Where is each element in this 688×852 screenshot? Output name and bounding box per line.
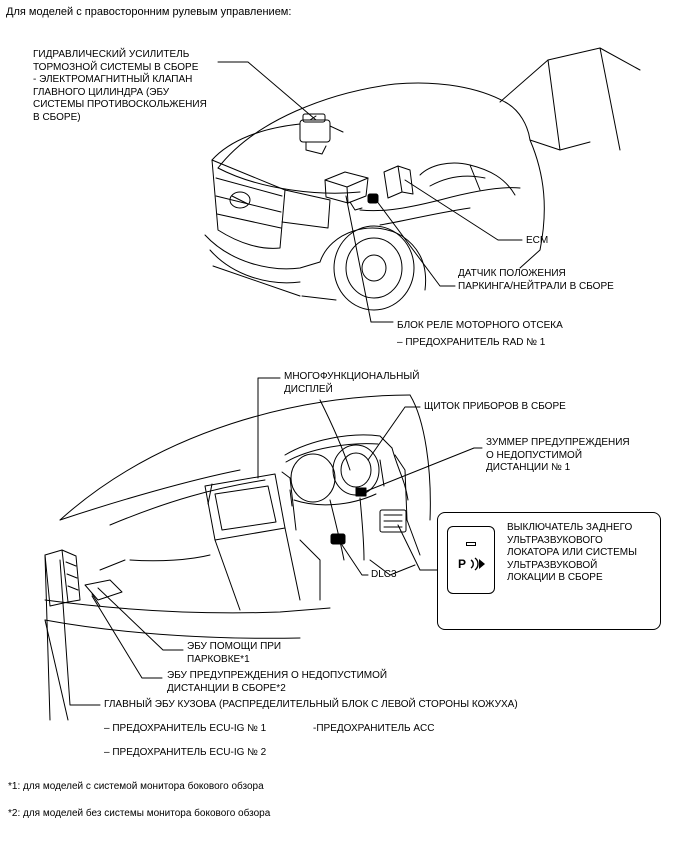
main-body-ecu-icon — [44, 549, 81, 607]
sonar-waves-icon — [470, 557, 485, 571]
brake-actuator-icon — [299, 113, 344, 155]
fuse-rad-label: – ПРЕДОХРАНИТЕЛЬ RAD № 1 — [397, 337, 546, 348]
upper-leader-lines — [217, 61, 523, 323]
combination-meter-label: ЩИТОК ПРИБОРОВ В СБОРЕ — [424, 401, 566, 412]
sonar-switch-label: ВЫКЛЮЧАТЕЛЬ ЗАДНЕГО УЛЬТРАЗВУКОВОГО ЛОКА… — [507, 522, 637, 583]
parking-assist-ecu-label: ЭБУ ПОМОЩИ ПРИ ПАРКОВКЕ*1 — [187, 641, 282, 665]
clearance-warning-ecu-label: ЭБУ ПРЕДУПРЕЖДЕНИЯ О НЕДОПУСТИМОЙ ДИСТАН… — [167, 670, 388, 694]
sonar-switch-callout — [437, 512, 661, 630]
parking-sensor-symbol: P — [458, 557, 467, 571]
buzzer-label: ЗУММЕР ПРЕДУПРЕЖДЕНИЯ О НЕДОПУСТИМОЙ ДИС… — [486, 437, 630, 473]
lower-leader-lines — [59, 377, 483, 706]
ecm-icon — [383, 165, 414, 199]
main-body-ecu-label: ГЛАВНЫЙ ЭБУ КУЗОВА (РАСПРЕДЕЛИТЕЛЬНЫЙ БЛ… — [104, 699, 518, 710]
dlc3-label: DLC3 — [371, 569, 397, 580]
ecm-label: ECM — [526, 235, 549, 246]
switch-cluster-icon — [379, 509, 407, 533]
combination-meter-icon — [284, 434, 393, 507]
brake-booster-label: ГИДРАВЛИЧЕСКИЙ УСИЛИТЕЛЬ ТОРМОЗНОЙ СИСТЕ… — [33, 49, 207, 123]
indicator-light-icon — [466, 542, 476, 546]
instrument-panel-illustration — [44, 394, 431, 721]
footnote-2: *2: для моделей без системы монитора бок… — [8, 808, 271, 819]
sonar-switch-button: P — [447, 526, 495, 594]
dlc3-connector-icon — [330, 533, 346, 545]
vehicle-front-illustration — [204, 47, 641, 311]
relay-block-icon — [324, 171, 369, 211]
multi-display-label: МНОГОФУНКЦИОНАЛЬНЫЙ ДИСПЛЕЙ — [284, 371, 420, 395]
footnote-1: *1: для моделей с системой монитора боко… — [8, 781, 264, 792]
park-neutral-label: ДАТЧИК ПОЛОЖЕНИЯ ПАРКИНГА/НЕЙТРАЛИ В СБО… — [458, 268, 614, 292]
park-neutral-switch-icon — [367, 193, 379, 204]
fuse-ecu-ig2-label: – ПРЕДОХРАНИТЕЛЬ ECU-IG № 2 — [104, 747, 267, 758]
fuse-ecu-ig1-label: – ПРЕДОХРАНИТЕЛЬ ECU-IG № 1 — [104, 723, 267, 734]
page-header: Для моделей с правосторонним рулевым упр… — [6, 6, 292, 18]
fuse-acc-label: -ПРЕДОХРАНИТЕЛЬ ACC — [313, 723, 435, 734]
parking-ecu-icon — [84, 579, 123, 607]
relay-block-label: БЛОК РЕЛЕ МОТОРНОГО ОТСЕКА — [397, 320, 563, 331]
